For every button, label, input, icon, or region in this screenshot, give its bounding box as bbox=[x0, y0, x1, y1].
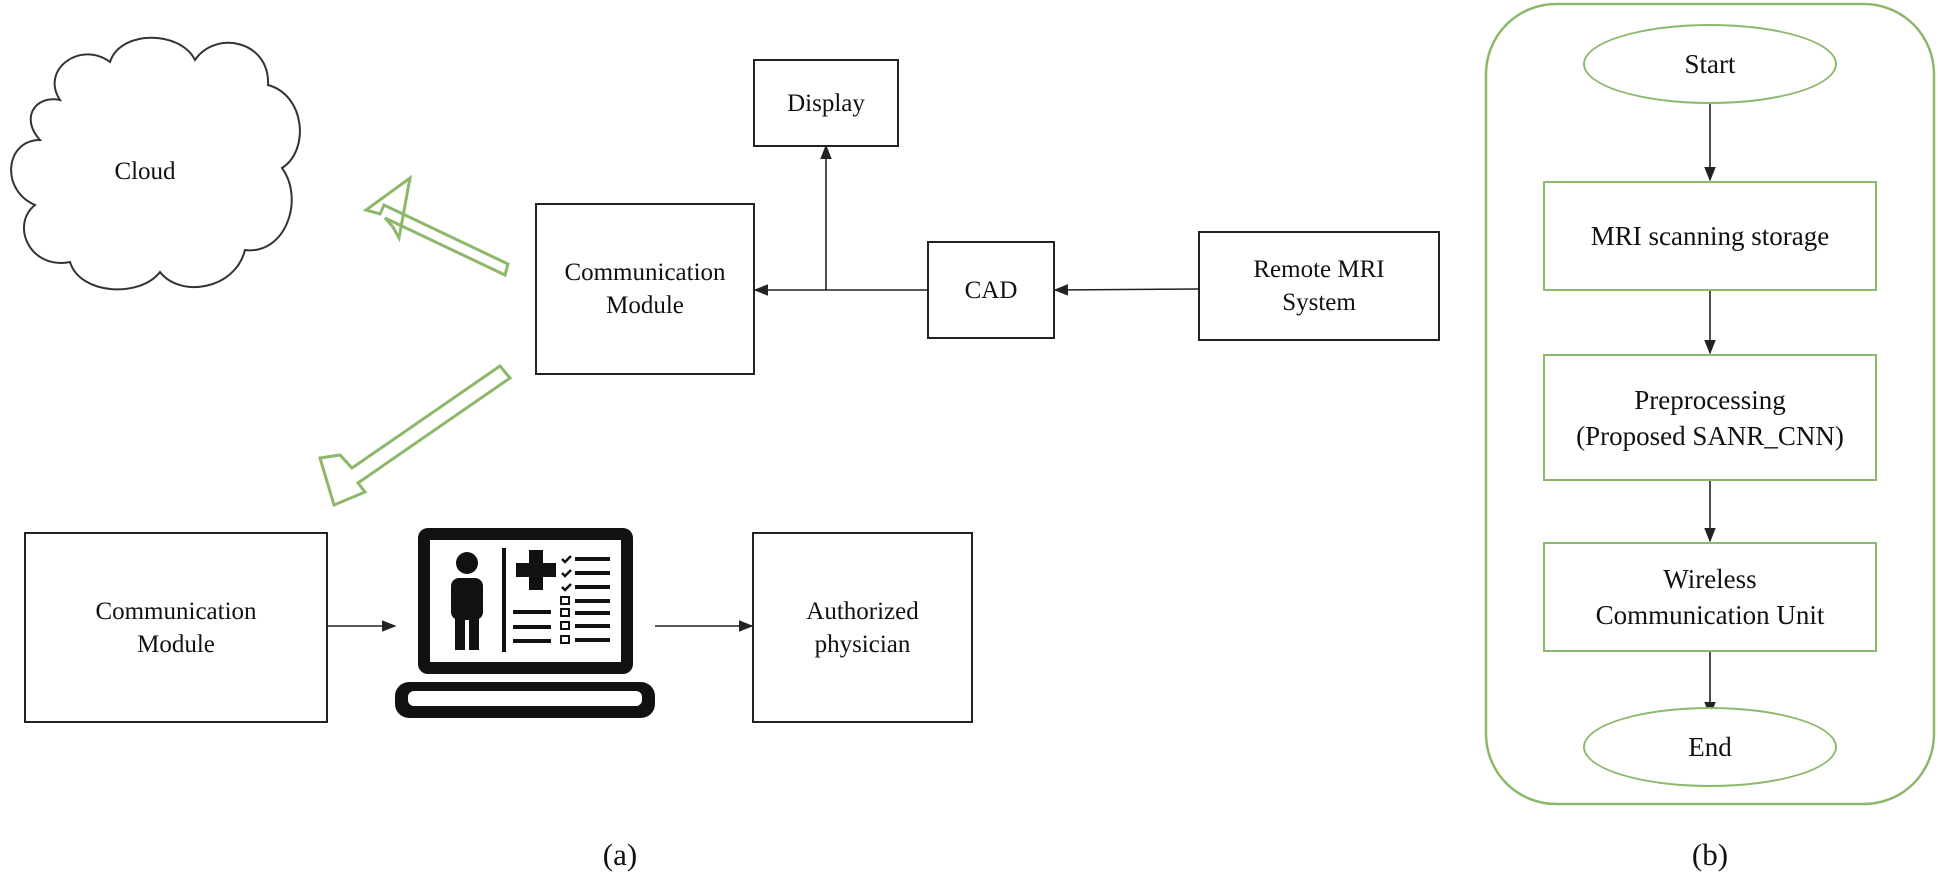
wireless-communication-unit-label: Wireless Communication Unit bbox=[1595, 564, 1825, 630]
arrow-remote-to-cad bbox=[1053, 284, 1199, 296]
wireless-communication-unit-box: Wireless Communication Unit bbox=[1543, 542, 1877, 652]
start-label: Start bbox=[1684, 48, 1736, 79]
cad-box: CAD bbox=[927, 241, 1055, 339]
preprocessing-box: Preprocessing (Proposed SANR_CNN) bbox=[1543, 354, 1877, 481]
communication-module-top-box: Communication Module bbox=[535, 203, 755, 375]
caption-a: (a) bbox=[602, 837, 638, 872]
end-oval: End bbox=[1583, 707, 1837, 787]
start-oval: Start bbox=[1583, 24, 1837, 104]
authorized-physician-box: Authorized physician bbox=[752, 532, 973, 723]
display-label: Display bbox=[787, 89, 865, 117]
green-arrow-to-bottom-module bbox=[318, 363, 513, 508]
mri-scanning-storage-box: MRI scanning storage bbox=[1543, 181, 1877, 291]
remote-mri-system-label: Remote MRI System bbox=[1253, 256, 1385, 316]
end-label: End bbox=[1688, 731, 1732, 762]
communication-module-bottom-label: Communication Module bbox=[95, 597, 257, 658]
cad-label: CAD bbox=[964, 276, 1018, 304]
flowchart-container bbox=[1484, 2, 1936, 806]
green-arrow-to-cloud bbox=[362, 174, 510, 278]
cloud-label: Cloud bbox=[114, 158, 176, 185]
authorized-physician-label: Authorized physician bbox=[806, 597, 919, 658]
display-box: Display bbox=[753, 59, 899, 147]
remote-mri-system-box: Remote MRI System bbox=[1198, 231, 1440, 341]
communication-module-top-label: Communication Module bbox=[564, 259, 726, 319]
cloud-shape bbox=[10, 36, 301, 291]
medical-record-laptop-icon bbox=[395, 528, 655, 718]
communication-module-bottom-box: Communication Module bbox=[24, 532, 328, 723]
mri-scanning-storage-label: MRI scanning storage bbox=[1590, 221, 1830, 251]
caption-b: (b) bbox=[1691, 837, 1729, 872]
preprocessing-label: Preprocessing (Proposed SANR_CNN) bbox=[1576, 384, 1844, 451]
